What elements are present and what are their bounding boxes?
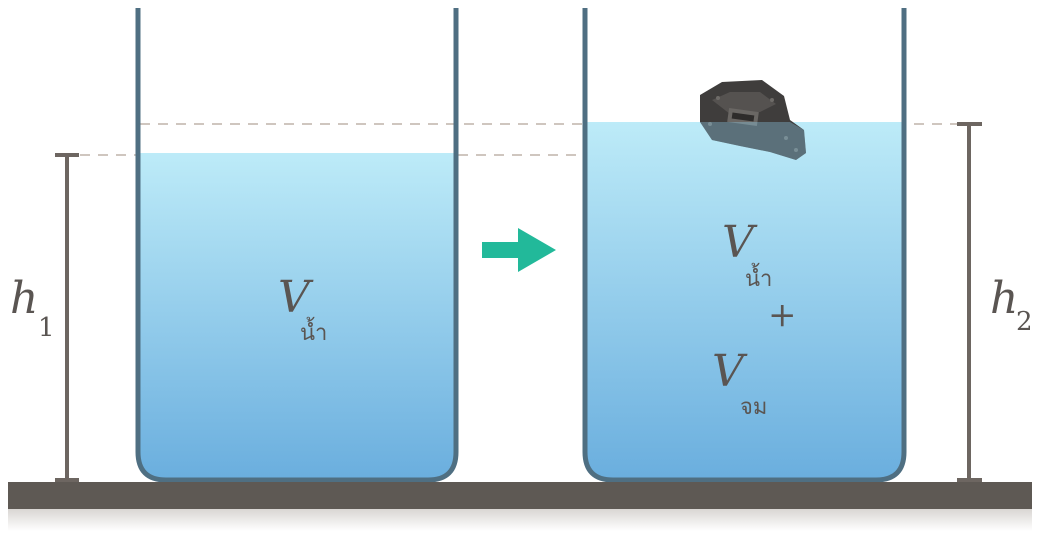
plus-sign: + (768, 295, 797, 335)
h1-subscript: 1 (38, 313, 55, 343)
ruler-h2 (957, 122, 982, 482)
h2-label: h (990, 273, 1018, 324)
table-base (8, 482, 1032, 509)
ruler-h1 (55, 153, 79, 482)
v-water-left-letter: V (278, 272, 314, 323)
v-water-right-subscript: น้ำ (745, 263, 772, 292)
right-beaker-water (585, 122, 904, 480)
h2-subscript: 2 (1016, 307, 1033, 337)
left-beaker (135, 8, 459, 483)
v-water-left-subscript: น้ำ (300, 317, 327, 346)
arrow-right-icon (482, 228, 556, 272)
rock-submerged-tint (700, 122, 806, 160)
right-beaker (582, 8, 907, 483)
rock-icon (700, 80, 806, 160)
v-submerged-subscript: จม (740, 395, 767, 420)
v-submerged-letter: V (712, 346, 748, 397)
left-beaker-water (138, 153, 456, 480)
v-water-right-letter: V (722, 217, 758, 268)
table-shadow (8, 509, 1032, 531)
h1-label: h (10, 273, 38, 324)
